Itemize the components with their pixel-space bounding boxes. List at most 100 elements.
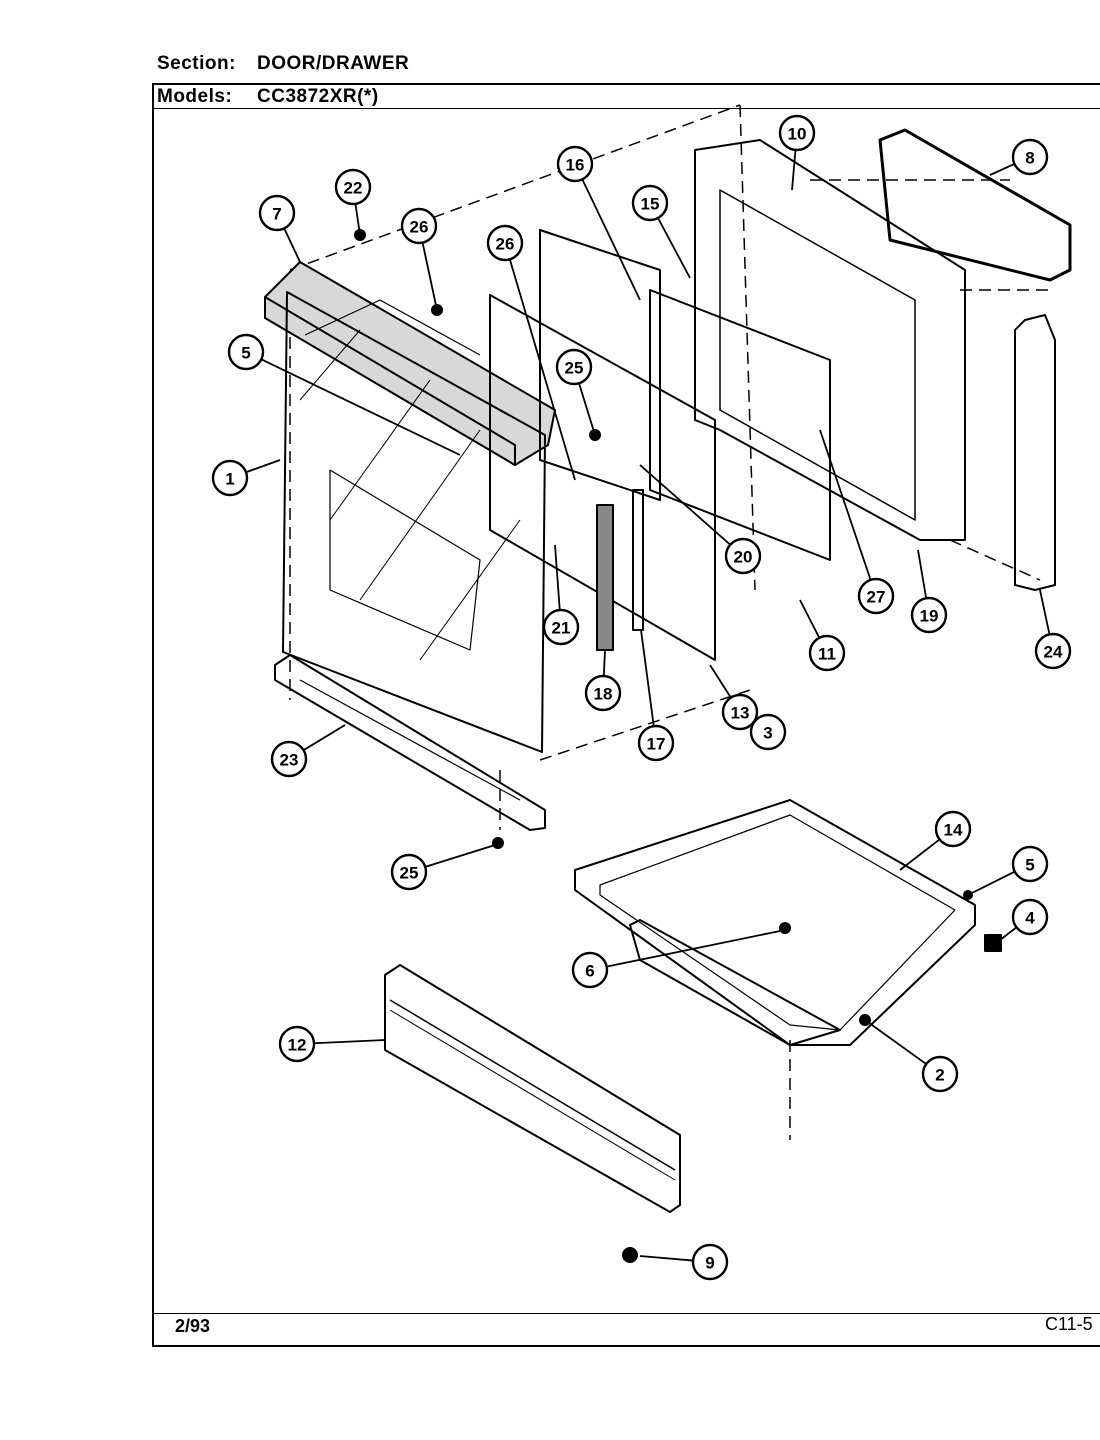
callout-circle [691,1243,729,1281]
callout-circle [910,596,948,634]
callout-11: 11 [799,599,846,672]
callout-layer: 1572226261625151082120181713311271924232… [211,114,1072,1281]
leader-line [967,870,1016,896]
callout-circle [400,207,438,245]
callout-26: 26 [400,207,438,311]
leader-line [1039,589,1051,635]
callout-number: 12 [288,1036,307,1055]
callout-number: 22 [344,179,363,198]
callout-number: 17 [647,735,666,754]
section-label: Section: [157,53,236,74]
leader-line [578,382,596,436]
callout-22: 22 [334,168,372,236]
callout-circle [724,537,762,575]
insulation-strips [596,489,644,651]
leader-line [639,464,731,546]
callout-27: 27 [819,429,895,615]
callout-number: 14 [944,821,963,840]
callout-circle [749,713,787,751]
callout-number: 26 [410,218,429,237]
callout-circle [258,194,296,232]
leader-line [819,429,872,581]
callout-2: 2 [864,1019,959,1093]
leader-line [283,228,301,263]
callout-number: 8 [1025,149,1034,168]
leader-line [313,1039,386,1045]
callout-circle [721,693,759,731]
callout-number: 27 [867,588,886,607]
footer-date: 2/93 [175,1316,211,1336]
callout-circle [631,184,669,222]
callout-number: 1 [225,470,234,489]
leader-line [554,544,561,611]
callout-circle [334,168,372,206]
leader-line [303,724,346,751]
door-bottom-trim [274,654,546,831]
leader-line [245,459,281,474]
callout-number: 3 [763,724,772,743]
leader-line [899,838,941,871]
callout-circle [584,674,622,712]
callout-19: 19 [910,549,948,634]
leader-line [917,549,928,599]
callout-circle [270,740,308,778]
callout-17: 17 [637,629,675,762]
callout-24: 24 [1034,589,1072,670]
callout-number: 11 [818,645,836,664]
callout-16: 16 [556,145,641,301]
models-label: Models: [157,86,233,107]
callout-number: 23 [280,751,299,770]
callout-number: 2 [935,1066,944,1085]
callout-circle [637,724,675,762]
callout-5: 5 [227,333,461,456]
callout-20: 20 [639,464,762,575]
footer-page-code: C11-5 [1045,1314,1093,1334]
storage-drawer-body [574,799,976,1046]
callout-circle [390,853,428,891]
callout-circle [934,810,972,848]
page-frame [152,83,1100,1347]
door-gasket [878,128,1072,282]
callout-number: 4 [1025,909,1035,928]
callout-circle [542,608,580,646]
callout-circle [556,145,594,183]
callout-7: 7 [258,194,301,263]
callout-circle [1011,845,1049,883]
callout-number: 24 [1044,643,1063,662]
callout-18: 18 [584,649,622,712]
callout-circle [1011,138,1049,176]
callout-8: 8 [989,138,1049,176]
outer-door-glass [282,291,546,753]
leader-line [864,1019,927,1065]
callout-number: 26 [496,235,515,254]
callout-23: 23 [270,724,346,778]
callout-26: 26 [486,224,576,481]
leader-line [657,217,691,279]
callout-circle [1011,898,1049,936]
callout-number: 18 [594,685,613,704]
callout-13: 13 [709,664,759,731]
callout-15: 15 [631,184,691,279]
callout-number: 9 [705,1254,714,1273]
callout-circle [278,1025,316,1063]
callout-number: 20 [734,548,753,567]
callout-1: 1 [211,459,281,497]
callout-number: 16 [566,156,585,175]
callout-number: 25 [565,359,584,378]
models-value: CC3872XR(*) [257,86,379,107]
leader-line [791,149,797,191]
callout-10: 10 [778,114,816,191]
leader-line [709,664,732,699]
callout-number: 7 [272,205,281,224]
callout-14: 14 [899,810,972,871]
callout-6: 6 [571,929,786,989]
leader-line [640,629,655,727]
callout-9: 9 [639,1243,729,1281]
callout-number: 19 [920,607,939,626]
leader-line [606,929,786,968]
leader-line [989,163,1015,176]
callout-number: 21 [552,619,571,638]
callout-number: 13 [731,704,750,723]
leader-line [581,178,641,301]
